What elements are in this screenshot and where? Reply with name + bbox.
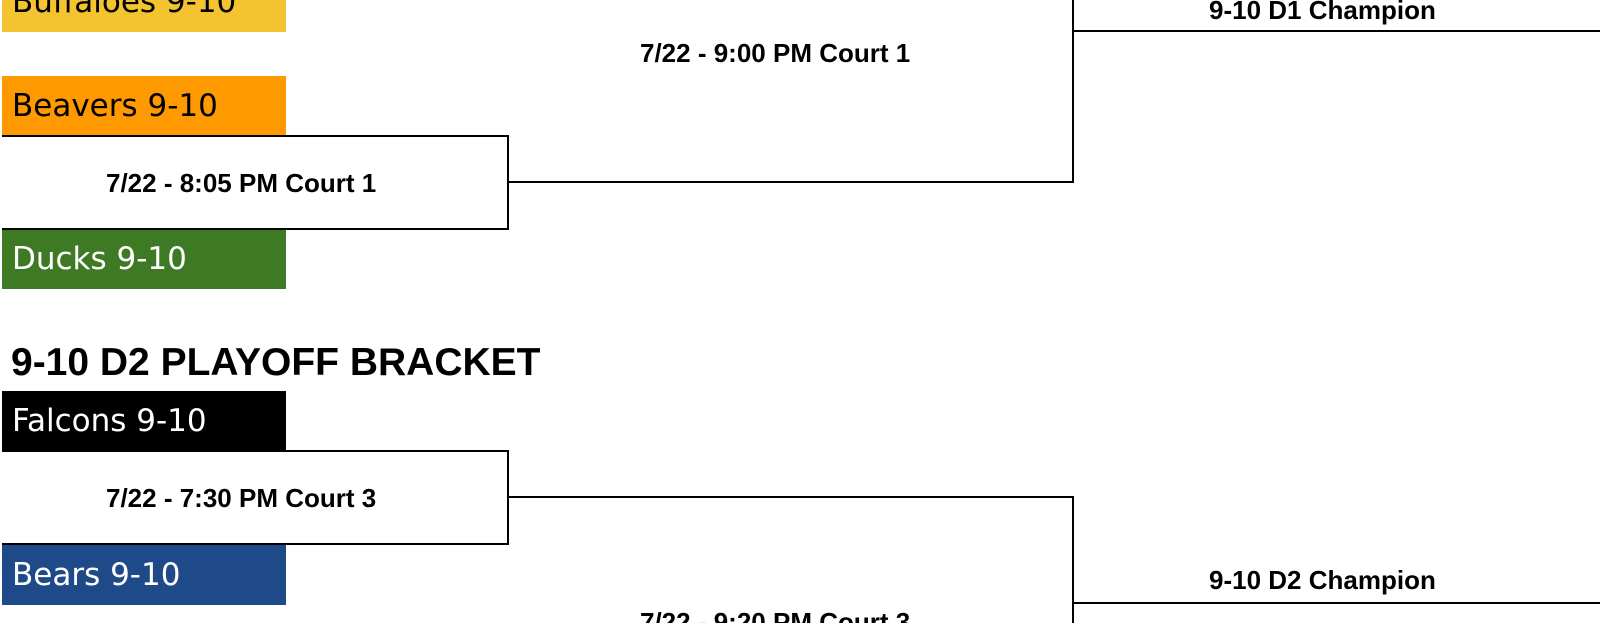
d2-bracket-title: 9-10 D2 PLAYOFF BRACKET	[11, 341, 541, 384]
team-name: Falcons 9-10	[12, 403, 207, 439]
d2-final-vertical-line	[1072, 496, 1074, 623]
team-falcons: Falcons 9-10	[2, 391, 286, 451]
d1-final-vertical-line	[1072, 0, 1074, 183]
d1-champion-line	[1072, 30, 1600, 32]
d1-semi-bottom-line	[2, 228, 509, 230]
d1-semi-top-line	[2, 135, 509, 137]
team-beavers: Beavers 9-10	[2, 76, 286, 136]
d2-champion-line	[1072, 602, 1600, 604]
team-ducks: Ducks 9-10	[2, 229, 286, 289]
team-name: Bears 9-10	[12, 557, 181, 593]
d2-semi-connector-line	[507, 496, 1074, 498]
team-name: Beavers 9-10	[12, 88, 218, 124]
d2-semi-bottom-line	[2, 543, 509, 545]
d1-semi-connector-line	[507, 181, 1074, 183]
d2-champion-label: 9-10 D2 Champion	[1209, 565, 1436, 595]
team-bears: Bears 9-10	[2, 545, 286, 605]
team-name: Ducks 9-10	[12, 241, 187, 277]
d1-champion-label: 9-10 D1 Champion	[1209, 0, 1436, 25]
d2-semifinal-game-label: 7/22 - 7:30 PM Court 3	[106, 483, 377, 513]
d1-semifinal-game-label: 7/22 - 8:05 PM Court 1	[106, 168, 377, 198]
d2-final-game-label: 7/22 - 9:20 PM Court 3	[640, 607, 911, 623]
d1-final-game-label: 7/22 - 9:00 PM Court 1	[640, 38, 911, 68]
team-buffaloes: Buffaloes 9-10	[2, 0, 286, 32]
d2-semi-top-line	[2, 450, 509, 452]
team-name: Buffaloes 9-10	[12, 0, 237, 20]
